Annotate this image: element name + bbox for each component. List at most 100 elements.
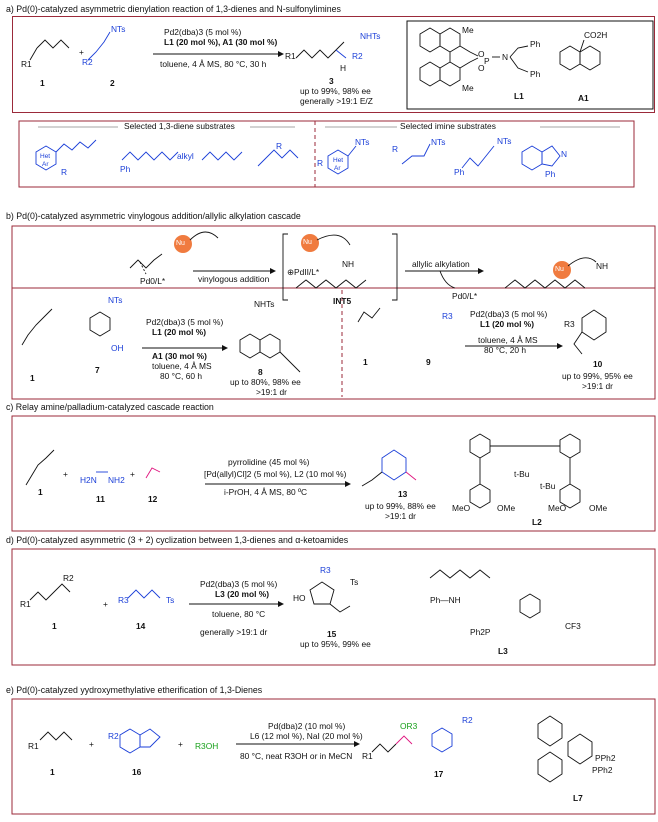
- e-compound-1: 1: [50, 767, 55, 777]
- c-ome-2: OMe: [589, 503, 608, 513]
- b-cond-r3: toluene, 4 Å MS: [478, 335, 538, 345]
- ez-3: generally >19:1 E/Z: [300, 96, 373, 106]
- b-dr-10: >19:1 dr: [582, 381, 613, 391]
- b-r3-10: R3: [564, 319, 575, 329]
- d-cf3: CF3: [565, 621, 581, 631]
- e-r2-prod: R2: [462, 715, 473, 725]
- section-a-title: a) Pd(0)-catalyzed asymmetric dienylatio…: [6, 4, 341, 14]
- c-tbu-1: t-Bu: [514, 469, 530, 479]
- cond-a-3: toluene, 4 Å MS, 80 °C, 30 h: [160, 59, 267, 69]
- e-r3oh: R3OH: [195, 741, 219, 751]
- section-a-box: [12, 16, 655, 113]
- imine-sub-n: N: [561, 149, 568, 159]
- d-phnh: Ph—NH: [430, 595, 461, 605]
- diene-alkyl: alkyl: [177, 151, 194, 161]
- d-r2: R2: [63, 573, 74, 583]
- c-cond-3: i-PrOH, 4 Å MS, 80 ºC: [224, 487, 308, 497]
- b-nu-3: Nu: [555, 266, 564, 273]
- acid-a1-label: A1: [578, 93, 589, 103]
- c-yield: up to 99%, 88% ee: [365, 501, 436, 511]
- d-yield: up to 95%, 99% ee: [300, 639, 371, 649]
- l1-p: P: [484, 56, 490, 66]
- e-plus-1: +: [89, 739, 94, 749]
- cond-a-2: L1 (20 mol %), A1 (30 mol %): [164, 37, 278, 47]
- c-dr: >19:1 dr: [385, 511, 416, 521]
- e-or3: OR3: [400, 721, 418, 731]
- b-cond-r4: 80 °C, 20 h: [484, 345, 526, 355]
- imine-sub-nts-2: NTs: [431, 137, 446, 147]
- e-compound-16: 16: [132, 767, 142, 777]
- c-compound-13: 13: [398, 489, 408, 499]
- l1-me-bot: Me: [462, 83, 474, 93]
- d-plus: +: [103, 599, 108, 609]
- c-meo-2: MeO: [548, 503, 567, 513]
- prod3-r1: R1: [285, 51, 296, 61]
- c-cond-1: pyrrolidine (45 mol %): [228, 457, 310, 467]
- imine-sub-ph-2: Ph: [545, 169, 556, 179]
- b-cond-r2: L1 (20 mol %): [480, 319, 534, 329]
- b-oh-7: OH: [111, 343, 124, 353]
- b-cond-3: A1 (30 mol %): [152, 351, 207, 361]
- l1-ph1: Ph: [530, 39, 541, 49]
- section-e-title: e) Pd(0)-catalyzed yydroxymethylative et…: [6, 685, 263, 695]
- e-r1-prod: R1: [362, 751, 373, 761]
- e-pph2-2: PPh2: [592, 765, 613, 775]
- prod3-nhts: NHTs: [360, 31, 381, 41]
- cond-a-1: Pd2(dba)3 (5 mol %): [164, 27, 242, 37]
- c-nh2: NH2: [108, 475, 125, 485]
- e-cond-3: 80 °C, neat R3OH or in MeCN: [240, 751, 353, 761]
- imine-sub-nts-3: NTs: [497, 136, 512, 146]
- c-h2n: H2N: [80, 475, 97, 485]
- e-ligand-l7: L7: [573, 793, 583, 803]
- c-plus-2: +: [130, 469, 135, 479]
- prod3-h: H: [340, 63, 347, 73]
- d-r1: R1: [20, 599, 31, 609]
- c-ligand-l2: L2: [532, 517, 542, 527]
- b-cond-1: Pd2(dba)3 (5 mol %): [146, 317, 224, 327]
- l1-o-bot: O: [478, 63, 485, 73]
- diene-het: Het: [40, 153, 51, 160]
- imine-sub-ar: Ar: [334, 165, 341, 172]
- c-plus-1: +: [63, 469, 68, 479]
- d-ts-prod: Ts: [350, 577, 359, 587]
- b-cond-4: toluene, 4 Å MS: [152, 361, 212, 371]
- b-nh-prod: NH: [596, 261, 609, 271]
- plus-sign: +: [79, 47, 84, 57]
- section-d-title: d) Pd(0)-catalyzed asymmetric (3 + 2) cy…: [6, 535, 349, 545]
- d-cond-4: generally >19:1 dr: [200, 627, 268, 637]
- compound-3-label: 3: [329, 76, 334, 86]
- l1-me-top: Me: [462, 25, 474, 35]
- imine-sub-r: R: [317, 158, 324, 168]
- b-cond-2: L1 (20 mol %): [152, 327, 206, 337]
- b-nh-int: NH: [342, 259, 355, 269]
- diene-r-4: R: [276, 141, 283, 151]
- section-b-title: b) Pd(0)-catalyzed asymmetric vinylogous…: [6, 211, 301, 221]
- ligand-l1-label: L1: [514, 91, 524, 101]
- l1-n: N: [502, 52, 509, 62]
- d-compound-14: 14: [136, 621, 146, 631]
- e-cond-1: Pd(dba)2 (10 mol %): [268, 721, 346, 731]
- c-compound-11: 11: [96, 494, 105, 504]
- diene-ph: Ph: [120, 164, 131, 174]
- b-pd-l: Pd0/L*: [140, 276, 166, 286]
- diene-substrates-header: Selected 1,3-diene substrates: [124, 121, 235, 131]
- diene-r: R: [61, 167, 68, 177]
- d-ts: Ts: [166, 595, 175, 605]
- e-pph2-1: PPh2: [595, 753, 616, 763]
- e-compound-17: 17: [434, 769, 444, 779]
- imine-sub-het: Het: [333, 157, 344, 164]
- imine-sub-nts-1: NTs: [355, 137, 370, 147]
- b-yield-8: up to 80%, 98% ee: [230, 377, 301, 387]
- b-vinylogous: vinylogous addition: [198, 274, 270, 284]
- d-ligand-l3: L3: [498, 646, 508, 656]
- b-compound-10: 10: [593, 359, 603, 369]
- l1-ph2: Ph: [530, 69, 541, 79]
- d-cond-1: Pd2(dba)3 (5 mol %): [200, 579, 278, 589]
- prod3-r2: R2: [352, 51, 363, 61]
- b-nhts-8: NHTs: [254, 299, 275, 309]
- d-ho: HO: [293, 593, 306, 603]
- b-allylic: allylic alkylation: [412, 259, 470, 269]
- b-nts-7: NTs: [108, 295, 123, 305]
- c-cond-2: [Pd(allyl)Cl]2 (5 mol %), L2 (10 mol %): [204, 469, 347, 479]
